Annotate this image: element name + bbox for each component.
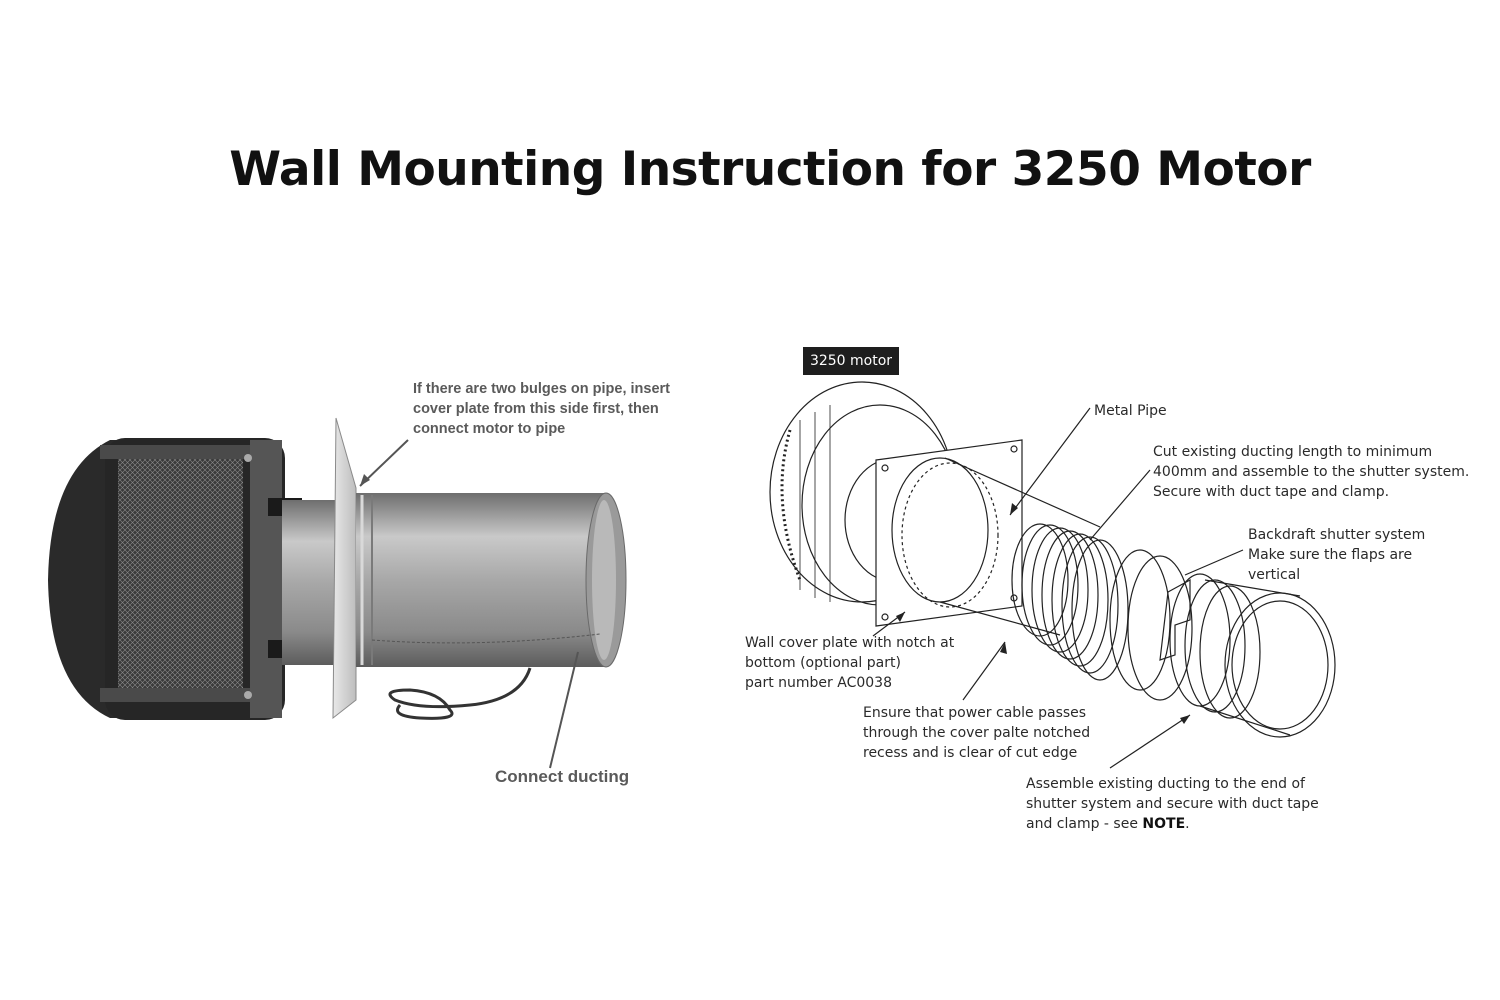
leader-line — [962, 641, 1006, 701]
diagram-shutter — [1109, 549, 1193, 701]
leader-line — [549, 651, 579, 769]
backdraft-shutter-label: Backdraft shutter system Make sure the f… — [1248, 527, 1426, 583]
diagram-metal-pipe — [891, 457, 1101, 636]
assemble-ducting-text: Assemble existing ducting to the end of … — [1026, 776, 1319, 832]
leader-line — [1184, 549, 1244, 576]
diagram-ducting — [1011, 523, 1129, 681]
leader-line — [1009, 407, 1091, 516]
motor-photo — [48, 417, 627, 769]
metal-pipe-label: Metal Pipe — [1094, 403, 1167, 419]
metal-pipe — [356, 492, 627, 668]
leader-line — [1089, 469, 1151, 541]
power-cable — [388, 667, 532, 720]
motor-tag: 3250 motor — [803, 347, 899, 375]
diagram-cover-plate — [875, 439, 1023, 627]
assemble-ducting-label: Assemble existing ducting to the end of … — [1026, 774, 1319, 834]
cover-plate — [332, 417, 357, 720]
note-word: NOTE — [1142, 816, 1186, 832]
connect-ducting-label: Connect ducting — [495, 767, 630, 786]
wall-cover-plate-label: Wall cover plate with notch at bottom (o… — [745, 635, 955, 691]
inner-pipe — [282, 500, 340, 665]
page-title: Wall Mounting Instruction for 3250 Motor — [229, 142, 1311, 197]
motor-body — [48, 438, 302, 720]
cover-plate-note: If there are two bulges on pipe, insert … — [413, 381, 671, 437]
cut-ducting-label: Cut existing ducting length to minimum 4… — [1153, 444, 1470, 500]
diagram-end-ducting — [1169, 573, 1336, 738]
leader-line — [1109, 714, 1191, 769]
power-cable-label: Ensure that power cable passes through t… — [863, 705, 1091, 761]
note-end: . — [1185, 816, 1190, 832]
